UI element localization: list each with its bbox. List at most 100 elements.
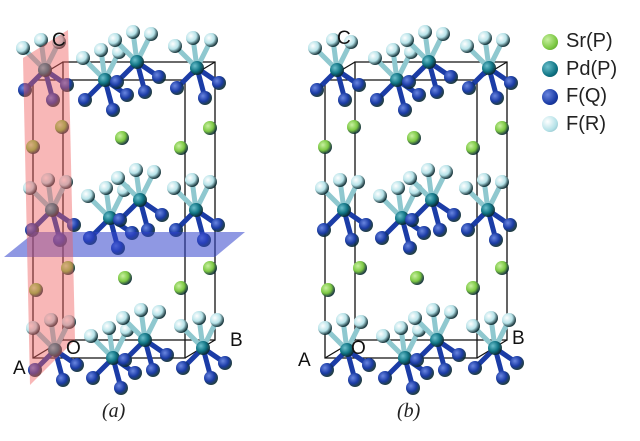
pd-atom <box>422 55 436 69</box>
fq-atom <box>70 358 84 372</box>
fr-atom <box>52 35 66 49</box>
fq-atom <box>211 218 225 232</box>
fq-atom <box>155 208 169 222</box>
fq-atom <box>56 373 70 387</box>
sr-atom <box>29 283 43 297</box>
fq-atom <box>120 88 134 102</box>
fr-atom <box>466 319 480 333</box>
caption-b: (b) <box>397 400 421 422</box>
fr-atom <box>174 319 188 333</box>
sr-atom <box>318 140 332 154</box>
sr-atom <box>61 261 75 275</box>
pd-atom <box>138 333 152 347</box>
fq-atom <box>461 223 475 237</box>
fq-atom <box>375 231 389 245</box>
fq-atom <box>362 358 376 372</box>
legend: Sr(P) Pd(P) F(Q) F(R) <box>542 28 617 138</box>
basal-plane <box>4 232 245 257</box>
fr-atom <box>373 189 387 203</box>
fr-atom <box>315 181 329 195</box>
fq-atom <box>378 371 392 385</box>
pd-atom <box>38 63 52 77</box>
pd-atom-icon <box>542 61 558 78</box>
fq-atom <box>452 348 466 362</box>
fq-atom <box>410 353 424 367</box>
fq-atom <box>128 366 142 380</box>
fq-atom <box>46 93 60 107</box>
fr-atom <box>59 175 73 189</box>
pd-atom <box>340 343 354 357</box>
fr-atom <box>439 165 453 179</box>
fr-atom <box>308 41 322 55</box>
axis-label-o: O <box>351 338 366 359</box>
axis-label-c: C <box>337 28 351 49</box>
legend-label: Sr(P) <box>566 30 613 53</box>
unit-cell-front <box>32 79 186 359</box>
legend-item-fq: F(Q) <box>542 83 617 111</box>
fr-atom <box>108 33 122 47</box>
fr-atom <box>134 303 148 317</box>
fq-atom <box>444 70 458 84</box>
fq-atom <box>468 361 482 375</box>
fq-atom <box>462 81 476 95</box>
fr-atom <box>460 39 474 53</box>
fq-atom <box>152 70 166 84</box>
fr-atom <box>26 321 40 335</box>
pd-atom <box>425 193 439 207</box>
fq-atom <box>60 78 74 92</box>
fr-atom <box>386 43 400 57</box>
fq-atom <box>370 93 384 107</box>
axis-label-a: A <box>13 358 26 379</box>
fr-atom <box>23 181 37 195</box>
fr-atom <box>185 173 199 187</box>
sr-atom <box>55 120 69 134</box>
fq-atom <box>496 371 510 385</box>
pd-atom <box>390 73 404 87</box>
fr-atom <box>394 321 408 335</box>
sr-atom <box>410 271 424 285</box>
pd-atom <box>330 63 344 77</box>
fr-atom <box>76 51 90 65</box>
sr-atom <box>203 121 217 135</box>
fr-atom <box>99 181 113 195</box>
fr-atom <box>496 33 510 47</box>
fq-atom <box>110 75 124 89</box>
fr-atom <box>152 305 166 319</box>
fr-atom <box>116 311 130 325</box>
fq-atom <box>320 363 334 377</box>
pd-atom <box>45 203 59 217</box>
fr-atom <box>502 313 516 327</box>
fr-atom <box>326 33 340 47</box>
pd-atom <box>133 193 147 207</box>
fr-atom <box>126 25 140 39</box>
fr-atom <box>344 35 358 49</box>
fr-atom <box>333 173 347 187</box>
sr-atom <box>407 131 421 145</box>
fq-atom <box>417 226 431 240</box>
sr-atom <box>118 271 132 285</box>
legend-item-pd: Pd(P) <box>542 56 617 84</box>
fq-atom <box>406 381 420 395</box>
fq-atom <box>78 93 92 107</box>
fr-atom <box>94 43 108 57</box>
sr-atom <box>353 261 367 275</box>
legend-label: F(Q) <box>566 85 608 108</box>
unit-cell-front <box>324 79 478 359</box>
fr-atom <box>203 175 217 189</box>
fq-atom <box>345 233 359 247</box>
sr-atom-icon <box>542 33 558 50</box>
pd-atom <box>98 73 112 87</box>
fr-atom <box>478 31 492 45</box>
axis-label-b: B <box>230 330 243 351</box>
fr-atom <box>111 171 125 185</box>
fr-atom <box>84 329 98 343</box>
pd-atom <box>48 343 62 357</box>
axis-label-c: C <box>52 30 66 51</box>
fq-atom <box>212 76 226 90</box>
fq-atom <box>359 218 373 232</box>
fq-atom <box>170 81 184 95</box>
fq-atom <box>114 381 128 395</box>
pd-atom <box>190 61 204 75</box>
